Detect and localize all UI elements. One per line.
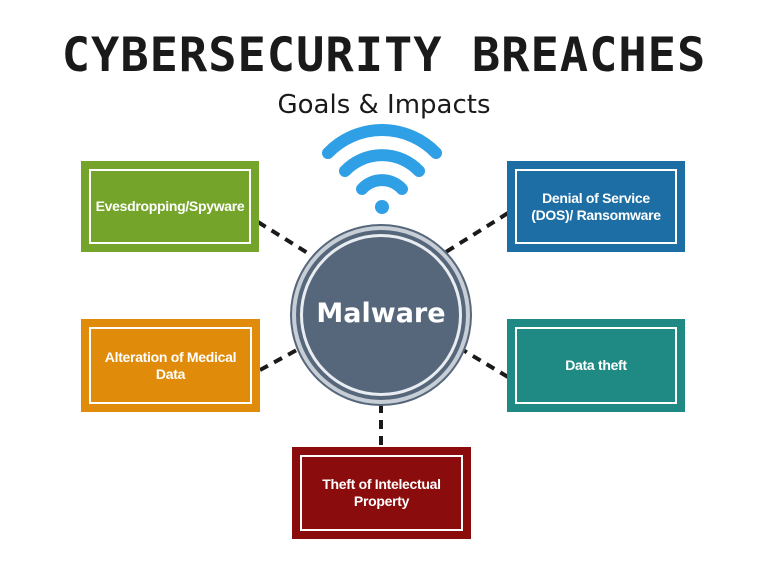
connector-data-theft <box>456 345 510 379</box>
connector-spyware <box>256 220 316 259</box>
node-data-theft: Data theft <box>507 319 685 412</box>
malware-hub <box>292 226 470 404</box>
node-dos-ransomware: Denial of Service (DOS)/ Ransomware <box>507 161 685 252</box>
node-label: Data theft <box>565 357 627 373</box>
node-medical-data: Alteration of Medical Data <box>81 319 260 412</box>
connector-medical <box>259 343 307 372</box>
node-label: Evesdropping/Spyware <box>95 198 245 214</box>
node-label: Theft of Intelectual Property <box>322 476 441 509</box>
node-intellectual-property: Theft of Intelectual Property <box>292 447 471 539</box>
hub-label: Malware <box>316 298 446 329</box>
node-spyware: Evesdropping/Spyware <box>81 161 259 252</box>
node-label: Alteration of Medical Data <box>104 348 237 382</box>
wifi-icon <box>322 124 442 214</box>
node-label: Denial of Service (DOS)/ Ransomware <box>531 189 661 223</box>
connector-dos <box>444 211 510 254</box>
diagram-title: CYBERSECURITY BREACHES <box>61 28 707 83</box>
diagram-subtitle: Goals & Impacts <box>277 90 491 120</box>
